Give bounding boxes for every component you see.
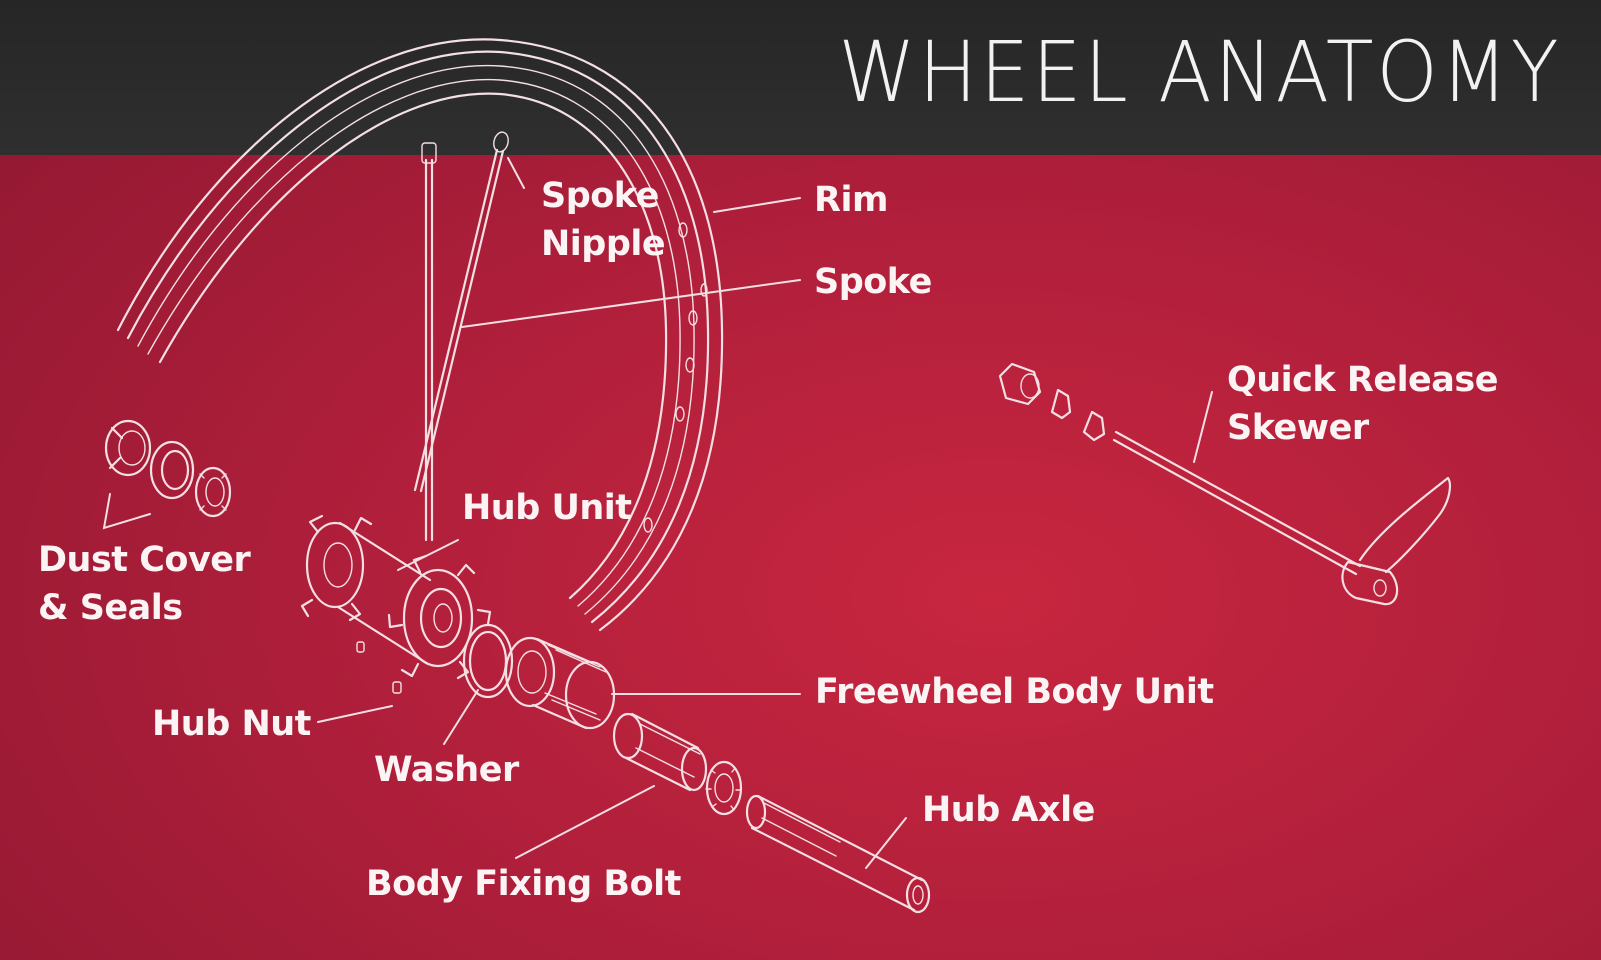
leader-hub-nut <box>317 705 393 723</box>
label-spoke: Spoke <box>814 262 932 302</box>
freewheel-body-unit-drawing <box>504 636 616 730</box>
leader-dust-cover <box>102 493 151 530</box>
hub-axle-drawing <box>745 794 931 914</box>
header-band: WHEEL ANATOMY <box>0 0 1601 155</box>
washer-drawing <box>462 623 514 699</box>
rim-drawing <box>116 38 724 632</box>
label-rim: Rim <box>814 180 888 220</box>
hub-unit-drawing <box>300 514 492 694</box>
body-fixing-bolt-drawing <box>612 712 708 792</box>
label-spoke-nipple: Spoke Nipple <box>541 176 666 264</box>
label-washer: Washer <box>374 750 519 790</box>
leader-hub-unit <box>397 539 459 571</box>
leader-body-fixing-bolt <box>515 785 655 859</box>
label-quick-release-skewer: Quick Release Skewer <box>1227 360 1499 448</box>
label-dust-cover-seals: Dust Cover & Seals <box>38 540 251 628</box>
quick-release-skewer-drawing <box>998 362 1451 606</box>
spoke-drawing <box>413 131 509 542</box>
label-hub-unit: Hub Unit <box>462 488 632 528</box>
leader-lines <box>102 157 1213 869</box>
leader-hub-axle <box>865 817 907 869</box>
label-freewheel-body-unit: Freewheel Body Unit <box>815 672 1214 712</box>
page-title: WHEEL ANATOMY <box>838 23 1561 121</box>
leader-spoke <box>461 279 801 328</box>
dust-cover-seals-drawing <box>104 419 232 518</box>
label-body-fixing-bolt: Body Fixing Bolt <box>366 864 681 904</box>
leader-spoke-nipple <box>507 157 525 189</box>
label-hub-nut: Hub Nut <box>152 704 311 744</box>
leader-rim <box>713 197 801 213</box>
label-hub-axle: Hub Axle <box>922 790 1095 830</box>
leader-quick-release <box>1193 391 1213 463</box>
lock-washer-drawing <box>705 760 743 816</box>
leader-washer <box>443 689 479 745</box>
